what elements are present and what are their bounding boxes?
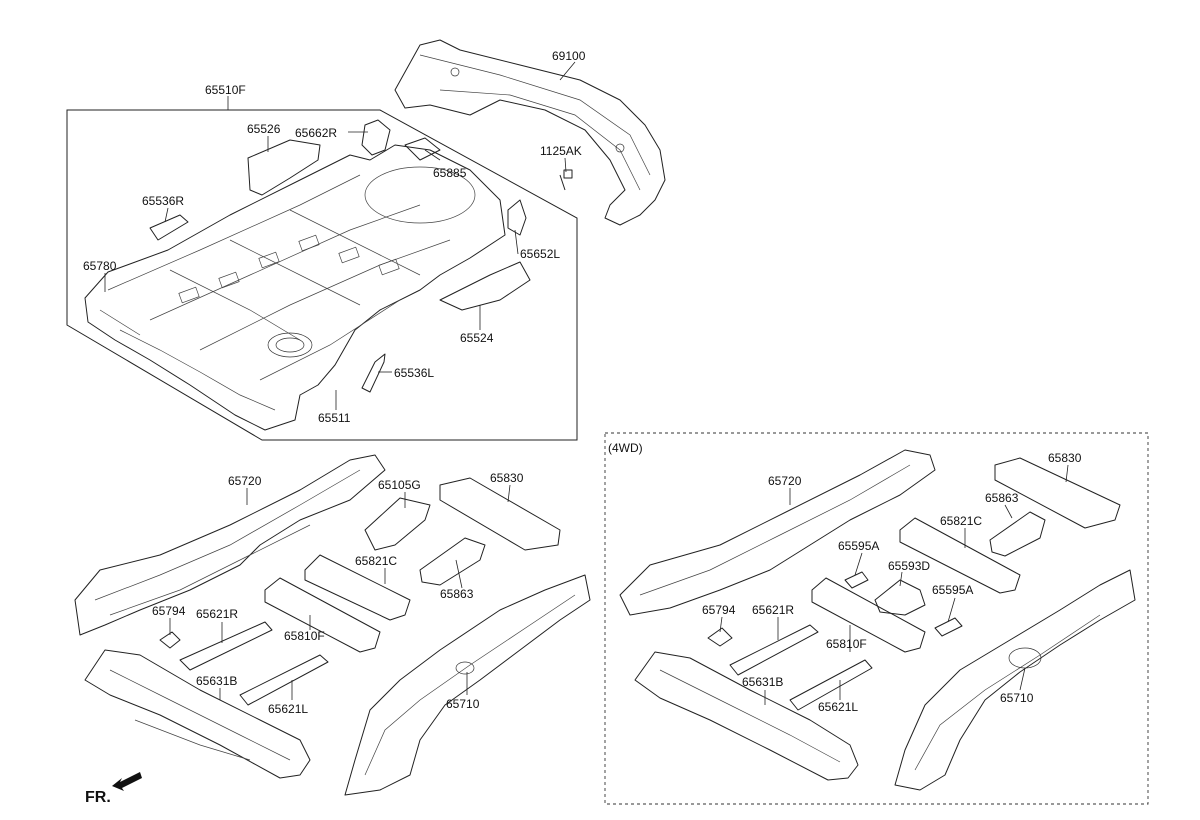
side-member-65631B[interactable] xyxy=(84,649,311,779)
label-65621R-4wd[interactable]: 65621R xyxy=(752,603,794,617)
front-arrow-icon xyxy=(112,772,142,791)
label-65885[interactable]: 65885 xyxy=(433,166,467,180)
side-member-65631B-4wd[interactable] xyxy=(634,651,859,781)
label-65710[interactable]: 65710 xyxy=(446,697,480,711)
label-69100[interactable]: 69100 xyxy=(552,49,586,63)
label-65830[interactable]: 65830 xyxy=(490,471,524,485)
label-65510F[interactable]: 65510F xyxy=(205,83,246,97)
label-65595A-upper[interactable]: 65595A xyxy=(838,539,879,553)
rear-panel-69100[interactable] xyxy=(394,39,666,226)
bracket-65863-4wd[interactable] xyxy=(989,511,1046,557)
label-65621L-4wd[interactable]: 65621L xyxy=(818,700,858,714)
4wd-group-frame xyxy=(604,432,1149,805)
label-65810F[interactable]: 65810F xyxy=(284,629,325,643)
floor-assembly-group xyxy=(66,109,578,441)
label-65720-4wd[interactable]: 65720 xyxy=(768,474,802,488)
crossmember-65830[interactable] xyxy=(439,477,561,551)
label-65720[interactable]: 65720 xyxy=(228,474,262,488)
label-65621R[interactable]: 65621R xyxy=(196,607,238,621)
front-direction-indicator: FR. xyxy=(85,772,142,806)
bracket-65595A-upper[interactable] xyxy=(844,571,869,589)
member-65621R-4wd[interactable] xyxy=(729,624,819,676)
plate-65885[interactable] xyxy=(404,137,441,161)
label-65863[interactable]: 65863 xyxy=(440,587,474,601)
label-65830-4wd[interactable]: 65830 xyxy=(1048,451,1082,465)
frame-4wd-group xyxy=(619,449,1136,791)
label-65526[interactable]: 65526 xyxy=(247,122,281,136)
crossmember-65810F[interactable] xyxy=(264,577,381,653)
bracket-65662R[interactable] xyxy=(361,119,391,156)
label-65780[interactable]: 65780 xyxy=(83,259,117,273)
member-65105G[interactable] xyxy=(364,497,431,551)
label-65821C[interactable]: 65821C xyxy=(355,554,397,568)
label-65593D[interactable]: 65593D xyxy=(888,559,930,573)
bracket-65536R[interactable] xyxy=(149,214,189,241)
label-65536R[interactable]: 65536R xyxy=(142,194,184,208)
label-65631B[interactable]: 65631B xyxy=(196,674,237,688)
crossmember-65830-4wd[interactable] xyxy=(994,457,1121,529)
bracket-65593D[interactable] xyxy=(874,579,926,616)
label-65621L[interactable]: 65621L xyxy=(268,702,308,716)
bracket-65652L[interactable] xyxy=(507,199,527,236)
label-65536L[interactable]: 65536L xyxy=(394,366,434,380)
leader-lines xyxy=(104,61,1069,705)
group-label-4wd: (4WD) xyxy=(608,441,643,455)
assembly-frame xyxy=(66,109,578,441)
member-65621L-4wd[interactable] xyxy=(789,659,873,711)
label-65595A-lower[interactable]: 65595A xyxy=(932,583,973,597)
label-65511[interactable]: 65511 xyxy=(318,411,351,425)
bracket-65863[interactable] xyxy=(419,537,486,586)
crossmember-65810F-4wd[interactable] xyxy=(811,577,926,653)
member-65621L[interactable] xyxy=(239,654,329,706)
bolt-1125AK[interactable] xyxy=(559,169,573,191)
side-member-65720[interactable] xyxy=(74,454,386,636)
side-member-65710[interactable] xyxy=(344,574,591,796)
crossmember-65821C[interactable] xyxy=(304,554,411,621)
member-65524[interactable] xyxy=(439,261,531,311)
front-label: FR. xyxy=(85,789,111,806)
label-65863-4wd[interactable]: 65863 xyxy=(985,491,1019,505)
label-65710-4wd[interactable]: 65710 xyxy=(1000,691,1034,705)
rear-floor-panel[interactable] xyxy=(84,144,506,431)
label-65652L[interactable]: 65652L xyxy=(520,247,560,261)
bracket-65794-4wd[interactable] xyxy=(707,627,733,647)
crossmember-65821C-4wd[interactable] xyxy=(899,517,1021,594)
label-65794-4wd[interactable]: 65794 xyxy=(702,603,736,617)
frame-2wd-group xyxy=(74,454,591,796)
label-65810F-4wd[interactable]: 65810F xyxy=(826,637,867,651)
bracket-65526[interactable] xyxy=(247,139,321,196)
member-65621R[interactable] xyxy=(179,621,273,671)
bracket-65794[interactable] xyxy=(159,631,181,649)
label-65105G[interactable]: 65105G xyxy=(378,478,421,492)
label-65821C-4wd[interactable]: 65821C xyxy=(940,514,982,528)
label-65662R[interactable]: 65662R xyxy=(295,126,337,140)
label-1125AK[interactable]: 1125AK xyxy=(540,144,582,158)
label-65524[interactable]: 65524 xyxy=(460,331,494,345)
side-member-65720-4wd[interactable] xyxy=(619,449,936,616)
side-member-65710-4wd[interactable] xyxy=(894,569,1136,791)
label-65631B-4wd[interactable]: 65631B xyxy=(742,675,783,689)
bracket-65536L[interactable] xyxy=(361,353,386,393)
label-65794[interactable]: 65794 xyxy=(152,604,186,618)
part-labels: 65510F 69100 65526 65662R 65885 1125AK 6… xyxy=(83,49,1082,716)
